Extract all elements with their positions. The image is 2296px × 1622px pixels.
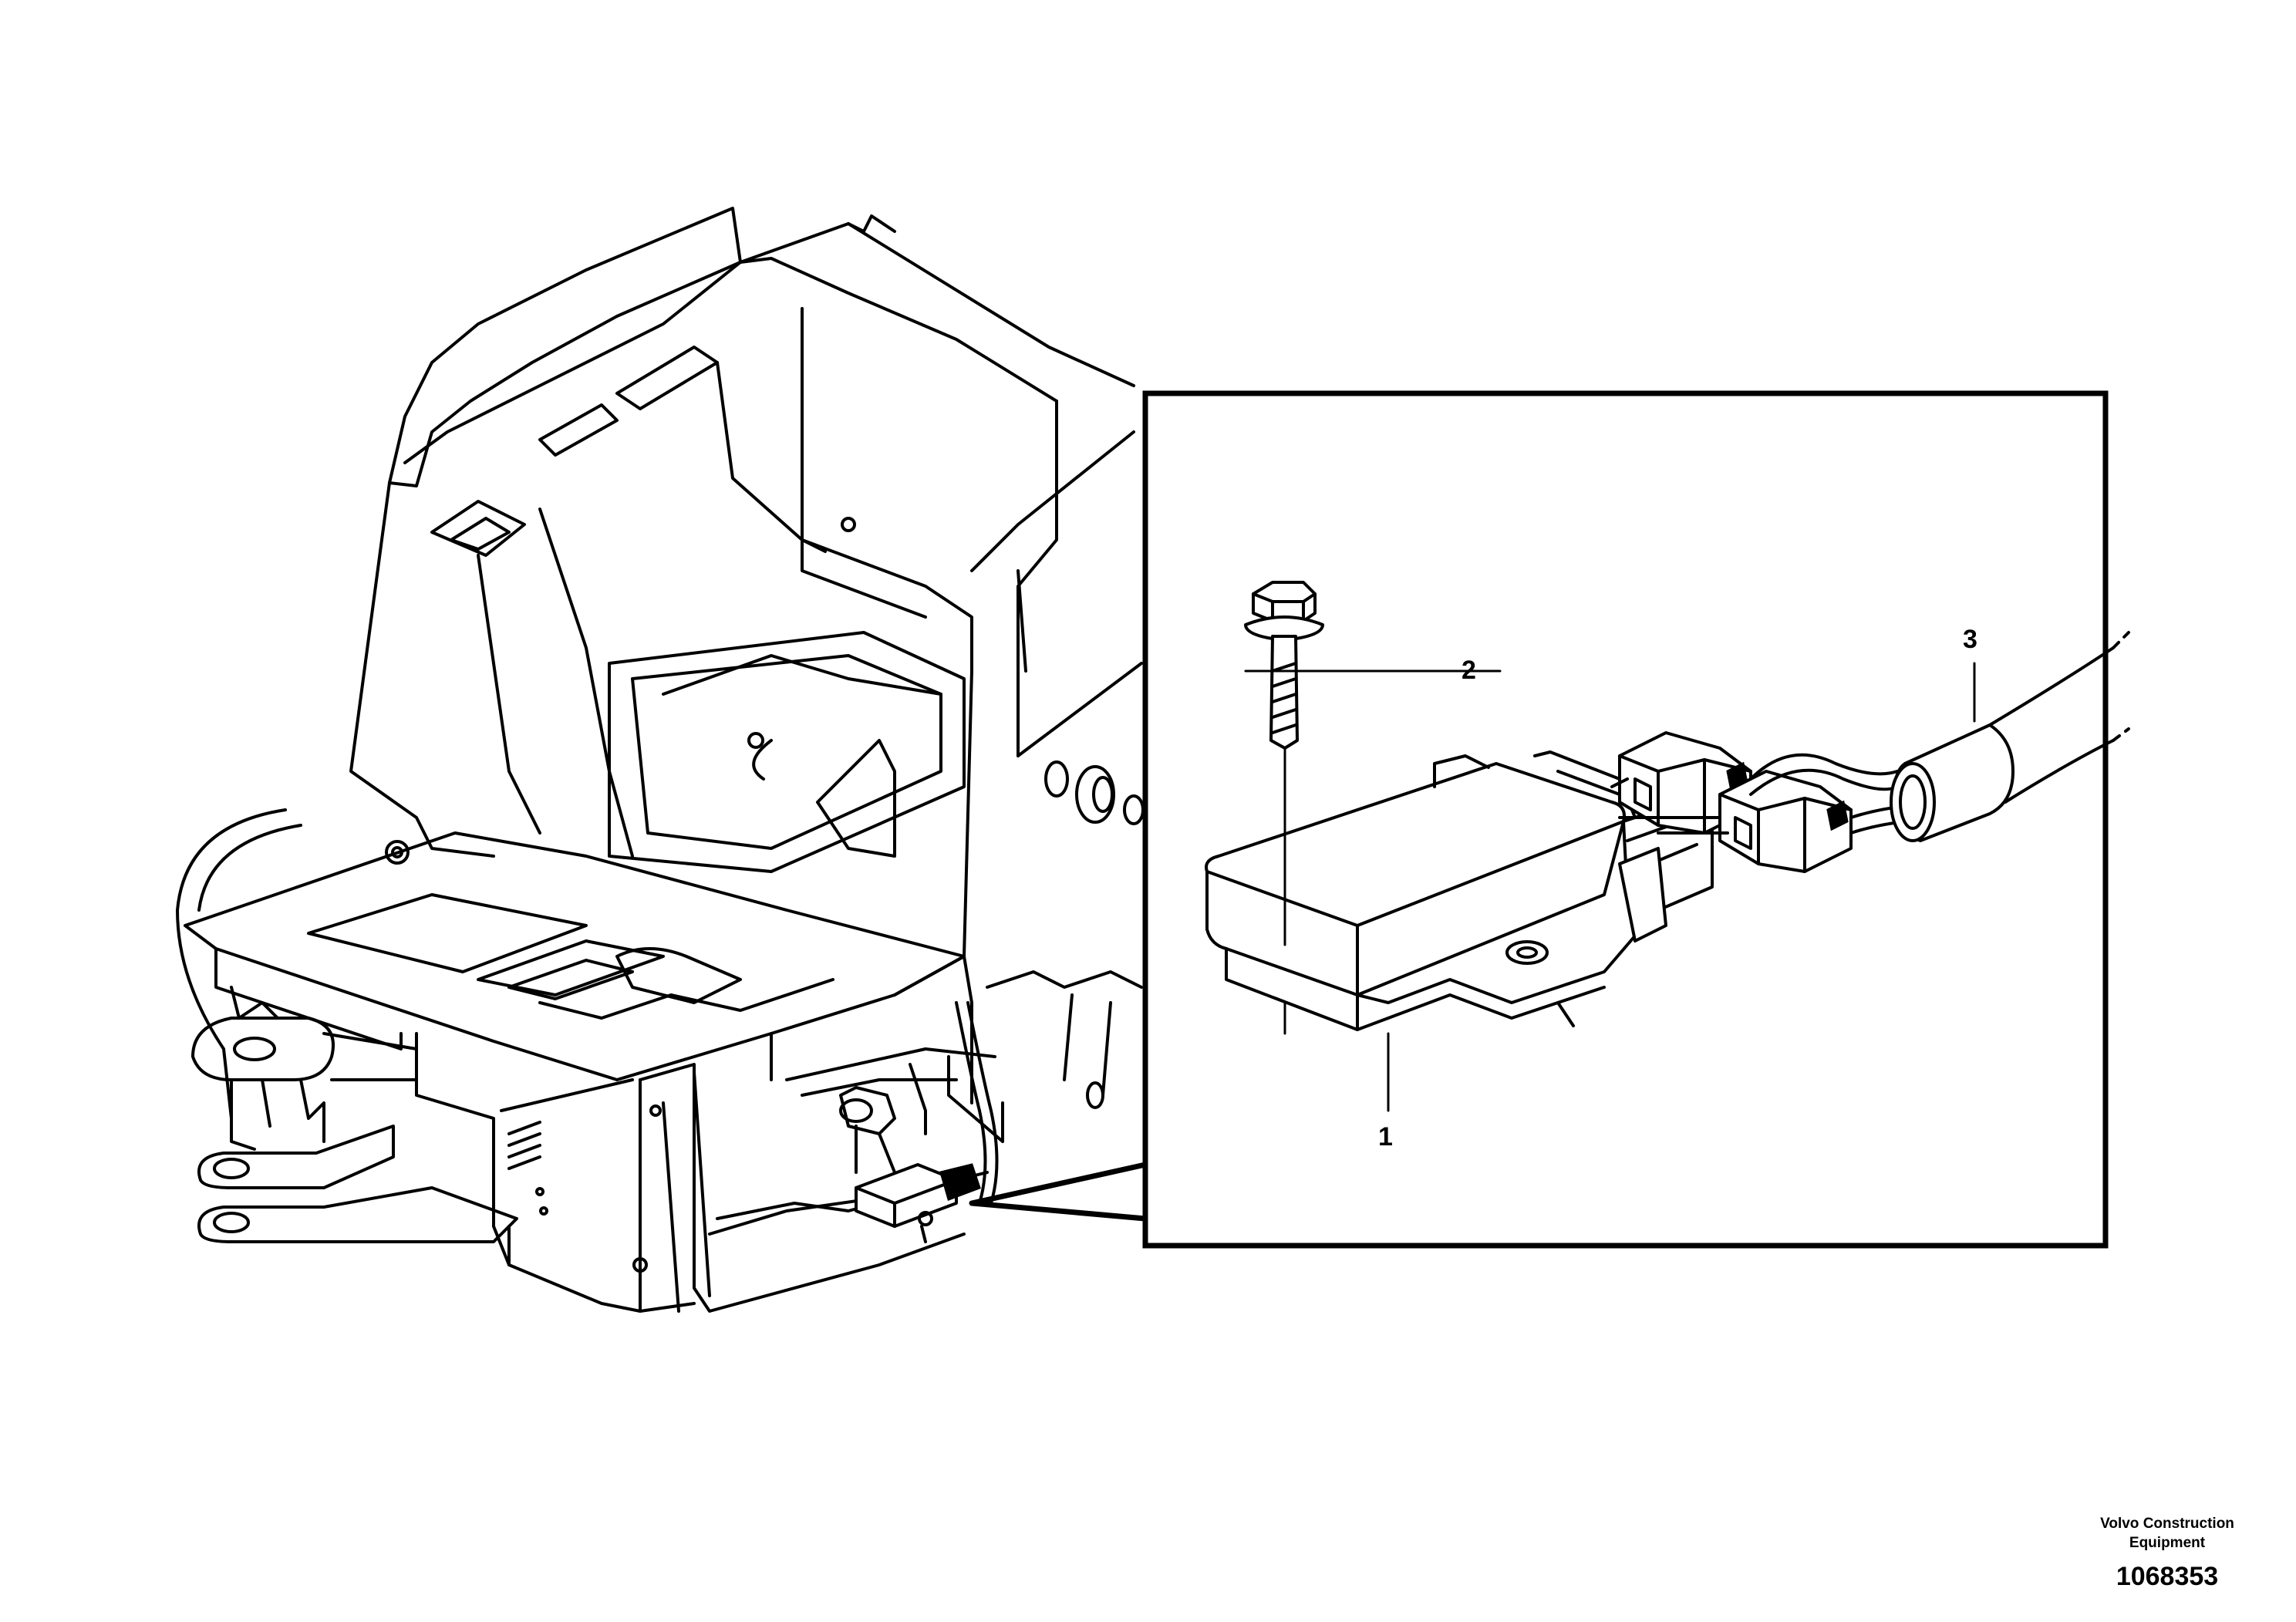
harness-sleeve-icon [1890,631,2130,842]
callout-3: 3 [1963,625,1977,654]
drawing-number: 1068353 [2116,1562,2219,1591]
manufacturer-name-line-2: Equipment [2129,1535,2206,1551]
callout-2: 2 [1462,656,1476,685]
manufacturer-name-line-1: Volvo Construction [2100,1516,2234,1532]
ecu-housing-icon [1205,762,1626,996]
bolt-icon [1244,581,1324,750]
connector-lower-icon [1718,770,1853,873]
detail-frame [1142,390,2109,1249]
callout-1: 1 [1378,1122,1393,1152]
detail-drawing [1205,581,2130,1112]
machine-cab-drawing [176,207,1145,1313]
